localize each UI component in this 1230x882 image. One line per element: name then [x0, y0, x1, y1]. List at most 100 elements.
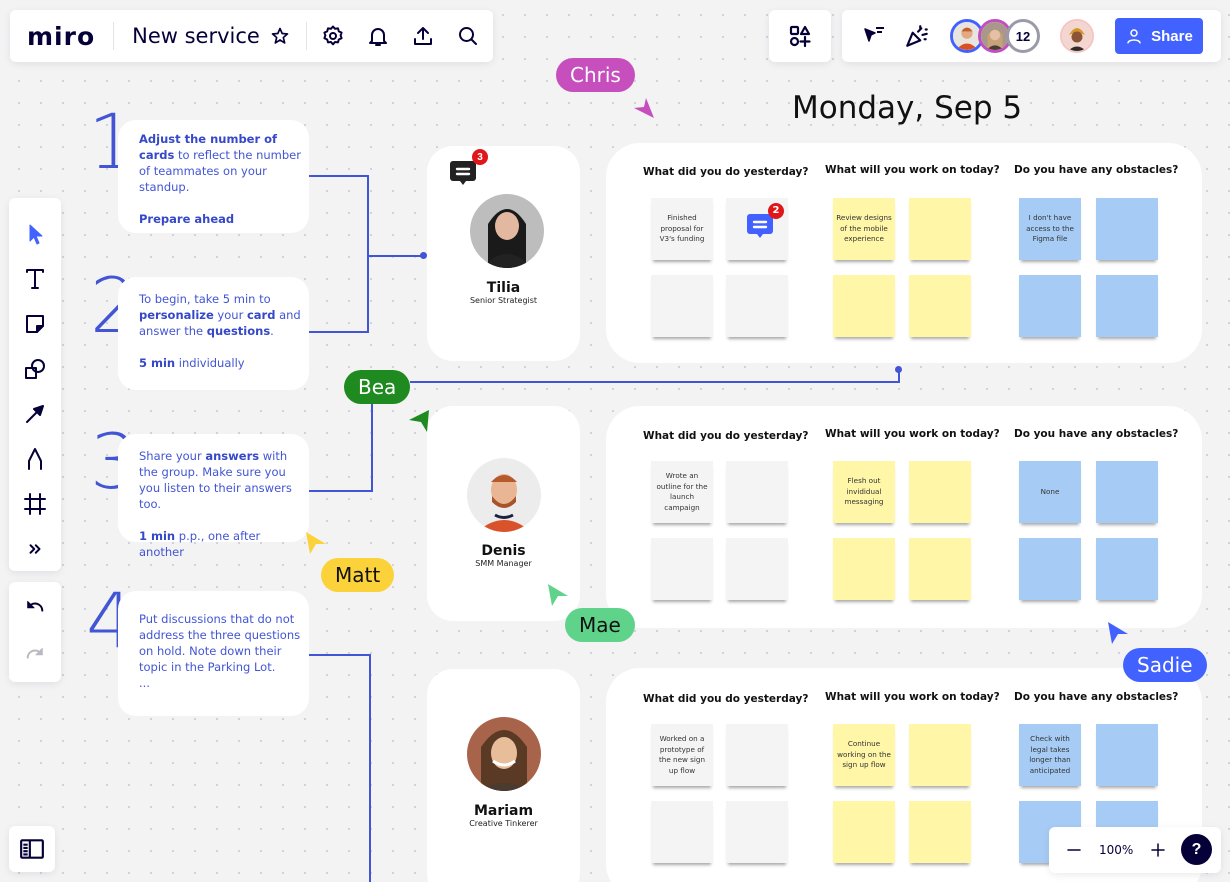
- collaboration-panel: 12 Share: [842, 10, 1221, 62]
- step-card-1[interactable]: Adjust the number of cards to reflect th…: [118, 120, 309, 233]
- sticky-note[interactable]: [909, 275, 971, 337]
- cursor-filter-icon[interactable]: [862, 24, 886, 53]
- step-text-bold: personalize: [139, 308, 214, 322]
- bell-icon[interactable]: [366, 24, 390, 48]
- sticky-note[interactable]: [651, 275, 713, 337]
- pen-tool[interactable]: [15, 436, 55, 481]
- sticky-note[interactable]: [909, 461, 971, 523]
- person-photo: [470, 194, 544, 268]
- zoom-out-button[interactable]: [1059, 835, 1089, 865]
- collaborator-avatar[interactable]: [978, 19, 1012, 53]
- sticky-note[interactable]: Wrote an outline for the launch campaign: [651, 461, 713, 523]
- step-text: Share your: [139, 449, 206, 463]
- step-text-bold: card: [246, 308, 276, 322]
- gear-icon[interactable]: [321, 24, 345, 48]
- sticky-note[interactable]: [909, 801, 971, 863]
- sticky-note[interactable]: 2: [726, 198, 788, 260]
- standup-board-tilia: What did you do yesterday? What will you…: [606, 143, 1202, 363]
- sticky-note[interactable]: [651, 801, 713, 863]
- cursor-arrow-icon: [409, 410, 429, 432]
- templates-button[interactable]: [769, 10, 831, 62]
- sticky-note[interactable]: [833, 801, 895, 863]
- comment-icon[interactable]: [746, 213, 774, 243]
- board-panel-toggle[interactable]: [9, 826, 55, 872]
- sticky-note[interactable]: [1096, 198, 1158, 260]
- connector: [371, 400, 373, 492]
- sticky-note[interactable]: Check with legal takes longer than antic…: [1019, 724, 1081, 786]
- creation-toolbar: [9, 198, 61, 571]
- step-card-2[interactable]: To begin, take 5 min to personalize your…: [118, 277, 309, 390]
- sticky-note[interactable]: Continue working on the sign up flow: [833, 724, 895, 786]
- sticky-note[interactable]: Finished proposal for V3's funding: [651, 198, 713, 260]
- double-chevron-right-icon: [29, 543, 41, 554]
- person-card-denis[interactable]: Denis SMM Manager: [427, 406, 580, 621]
- step-card-3[interactable]: Share your answers with the group. Make …: [118, 434, 309, 559]
- board-title[interactable]: New service: [132, 24, 260, 48]
- sticky-note[interactable]: [833, 538, 895, 600]
- avatar-photo: [953, 22, 981, 50]
- sticky-note[interactable]: Worked on a prototype of the new sign up…: [651, 724, 713, 786]
- share-button[interactable]: Share: [1115, 18, 1203, 54]
- celebrate-icon[interactable]: [904, 23, 930, 54]
- sticky-note[interactable]: [1096, 538, 1158, 600]
- zoom-level[interactable]: 100%: [1099, 843, 1134, 857]
- connector: [309, 654, 371, 656]
- comment-bubble-icon: [450, 161, 476, 185]
- collaborator-avatar[interactable]: [950, 19, 984, 53]
- sticky-note[interactable]: [651, 538, 713, 600]
- person-card-tilia[interactable]: 3 Tilia Senior Strategist: [427, 146, 580, 361]
- sticky-note[interactable]: [1096, 275, 1158, 337]
- sticky-note[interactable]: [726, 538, 788, 600]
- sticky-note[interactable]: [1096, 724, 1158, 786]
- step-text-bold: questions: [206, 324, 271, 338]
- cursor-label-mae: Mae: [565, 608, 635, 642]
- frame-tool[interactable]: [15, 481, 55, 526]
- question-obstacles: Do you have any obstacles?: [1014, 691, 1179, 703]
- sticky-note[interactable]: [1019, 538, 1081, 600]
- sticky-note[interactable]: [909, 198, 971, 260]
- person-role: Creative Tinkerer: [469, 819, 538, 828]
- undo-button[interactable]: [24, 595, 46, 622]
- sticky-note[interactable]: I don't have access to the Figma file: [1019, 198, 1081, 260]
- cursor-label-chris: Chris: [556, 58, 635, 92]
- sticky-note[interactable]: Review designs of the mobile experience: [833, 198, 895, 260]
- sticky-note[interactable]: None: [1019, 461, 1081, 523]
- standup-board-mariam: What did you do yesterday? What will you…: [606, 668, 1202, 882]
- sticky-note[interactable]: [909, 724, 971, 786]
- text-icon: [26, 268, 44, 289]
- sticky-note[interactable]: [833, 275, 895, 337]
- person-card-mariam[interactable]: Mariam Creative Tinkerer: [427, 669, 580, 882]
- question-today: What will you work on today?: [825, 164, 1000, 176]
- search-icon[interactable]: [456, 24, 480, 48]
- star-icon[interactable]: [268, 24, 292, 48]
- redo-button[interactable]: [24, 642, 46, 669]
- connector: [309, 175, 369, 177]
- sticky-note[interactable]: [726, 801, 788, 863]
- help-button[interactable]: ?: [1181, 834, 1212, 865]
- sticky-note[interactable]: [726, 275, 788, 337]
- connection-line-tool[interactable]: [15, 391, 55, 436]
- text-tool[interactable]: [15, 256, 55, 301]
- my-avatar[interactable]: [1060, 19, 1094, 53]
- miro-logo[interactable]: miro: [27, 21, 96, 51]
- step-card-4[interactable]: Put discussions that do not address the …: [118, 591, 309, 716]
- select-tool[interactable]: [15, 211, 55, 256]
- sticky-note[interactable]: [726, 461, 788, 523]
- divider: [113, 22, 115, 50]
- step-footer: ...: [139, 676, 150, 690]
- person-name: Mariam: [473, 803, 534, 819]
- shapes-tool[interactable]: [15, 346, 55, 391]
- shapes-icon: [25, 358, 45, 379]
- upload-icon[interactable]: [411, 24, 435, 48]
- sticky-note[interactable]: [726, 724, 788, 786]
- sticky-note[interactable]: [909, 538, 971, 600]
- participant-count[interactable]: 12: [1006, 19, 1040, 53]
- sticky-note[interactable]: [1096, 461, 1158, 523]
- comment-icon[interactable]: [449, 160, 477, 191]
- sticky-note[interactable]: [1019, 275, 1081, 337]
- arrow-icon: [26, 404, 44, 423]
- sticky-note-tool[interactable]: [15, 301, 55, 346]
- sticky-note[interactable]: Flesh out invididual messaging: [833, 461, 895, 523]
- zoom-in-button[interactable]: [1143, 835, 1173, 865]
- more-tools-button[interactable]: [15, 526, 55, 571]
